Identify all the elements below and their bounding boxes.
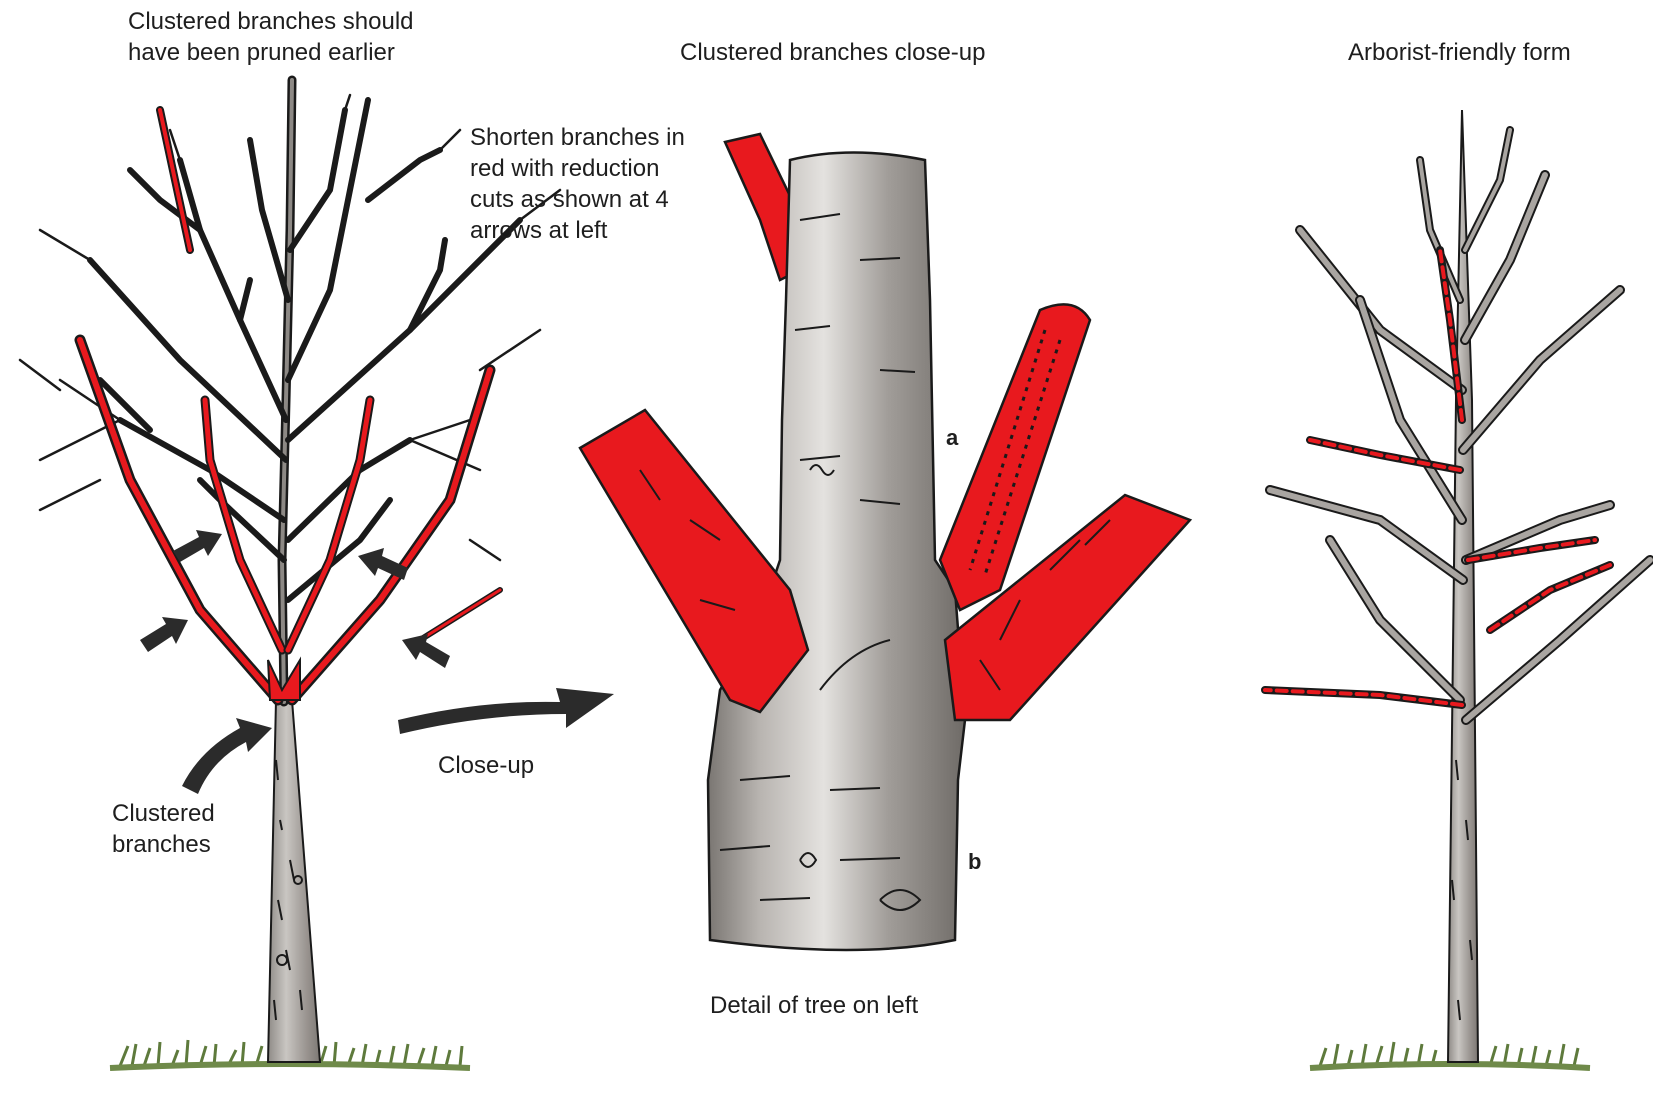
cut-arrow-4 (402, 634, 450, 668)
cut-arrows (140, 530, 450, 668)
cut-arrow-1 (173, 530, 222, 562)
instruction-line4: arrows at left (470, 215, 607, 246)
closeup-caption: Detail of tree on left (710, 990, 918, 1021)
instruction-line1: Shorten branches in (470, 122, 685, 153)
cluster-label-line2: branches (112, 829, 211, 860)
right-tree (1265, 110, 1650, 1068)
closeup-red-branch-left (580, 410, 808, 712)
close-up-illustration (580, 134, 1190, 950)
right-title: Arborist-friendly form (1348, 37, 1571, 68)
instruction-line3: cuts as shown at 4 (470, 184, 669, 215)
middle-title: Clustered branches close-up (680, 37, 986, 68)
marker-a: a (946, 422, 958, 453)
close-up-arrow (398, 688, 614, 734)
left-title-line2: have been pruned earlier (128, 37, 395, 68)
instruction-line2: red with reduction (470, 153, 659, 184)
cluster-pointer-arrow (182, 718, 272, 794)
close-up-label: Close-up (438, 750, 534, 781)
marker-b: b (968, 846, 981, 877)
left-title-line1: Clustered branches should (128, 6, 414, 37)
cut-arrow-2 (140, 617, 188, 652)
cluster-label-line1: Clustered (112, 798, 215, 829)
